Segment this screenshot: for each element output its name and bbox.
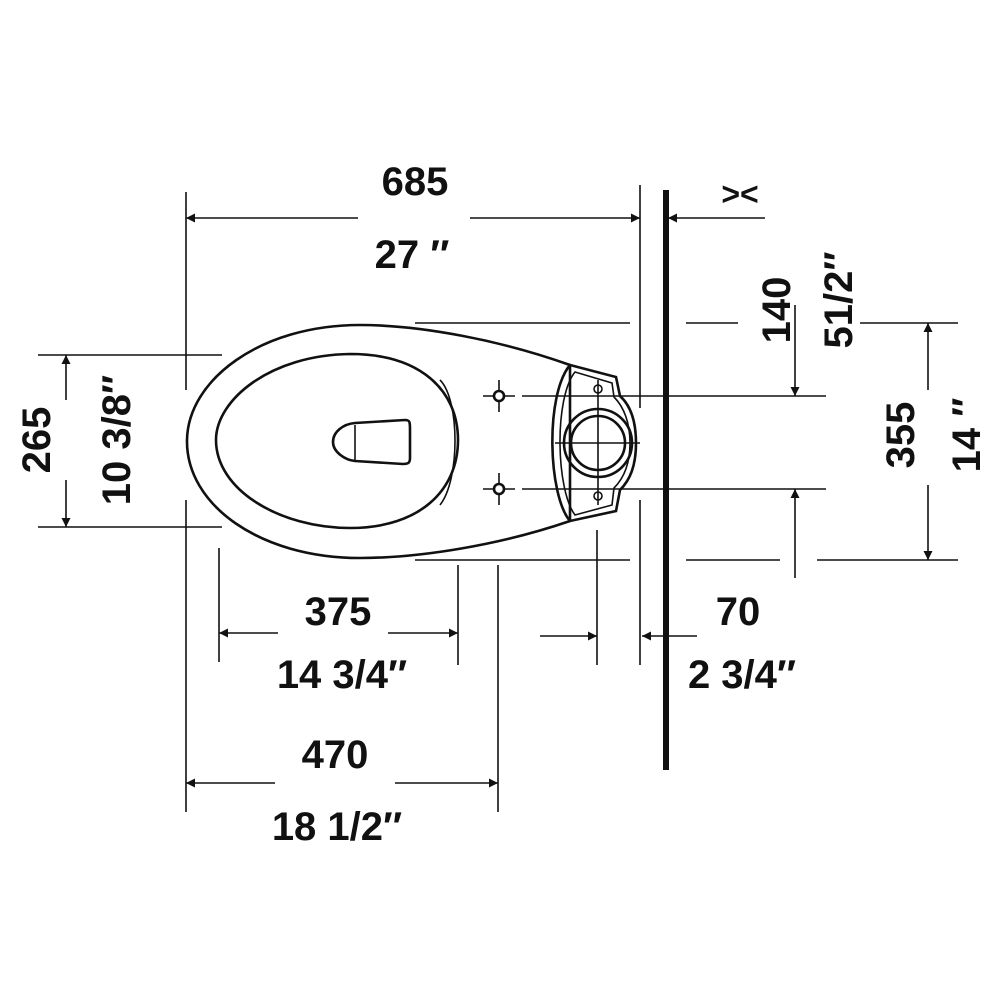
dim-140-mm: 140 [755, 277, 799, 344]
dim-265-mm: 265 [15, 407, 59, 474]
dim-685-inch: 27 ″ [375, 233, 450, 277]
dim-265-inch: 10 3/8″ [95, 375, 139, 505]
toilet-top-view [185, 323, 640, 560]
dim-355-inch: 14 ″ [945, 398, 989, 473]
dim-70-mm: 70 [716, 590, 761, 634]
dim-685-mm: 685 [382, 160, 449, 204]
dim-140-inch: 51/2″ [817, 251, 861, 348]
dim-375-mm: 375 [305, 590, 372, 634]
extension-lines [38, 185, 958, 812]
wall-gap-symbol: >< [721, 176, 758, 212]
dim-355-mm: 355 [879, 402, 923, 469]
dim-70-inch: 2 3/4″ [688, 653, 796, 697]
dim-470-mm: 470 [302, 733, 369, 777]
dim-470-inch: 18 1/2″ [272, 805, 402, 849]
dim-375-inch: 14 3/4″ [277, 653, 407, 697]
